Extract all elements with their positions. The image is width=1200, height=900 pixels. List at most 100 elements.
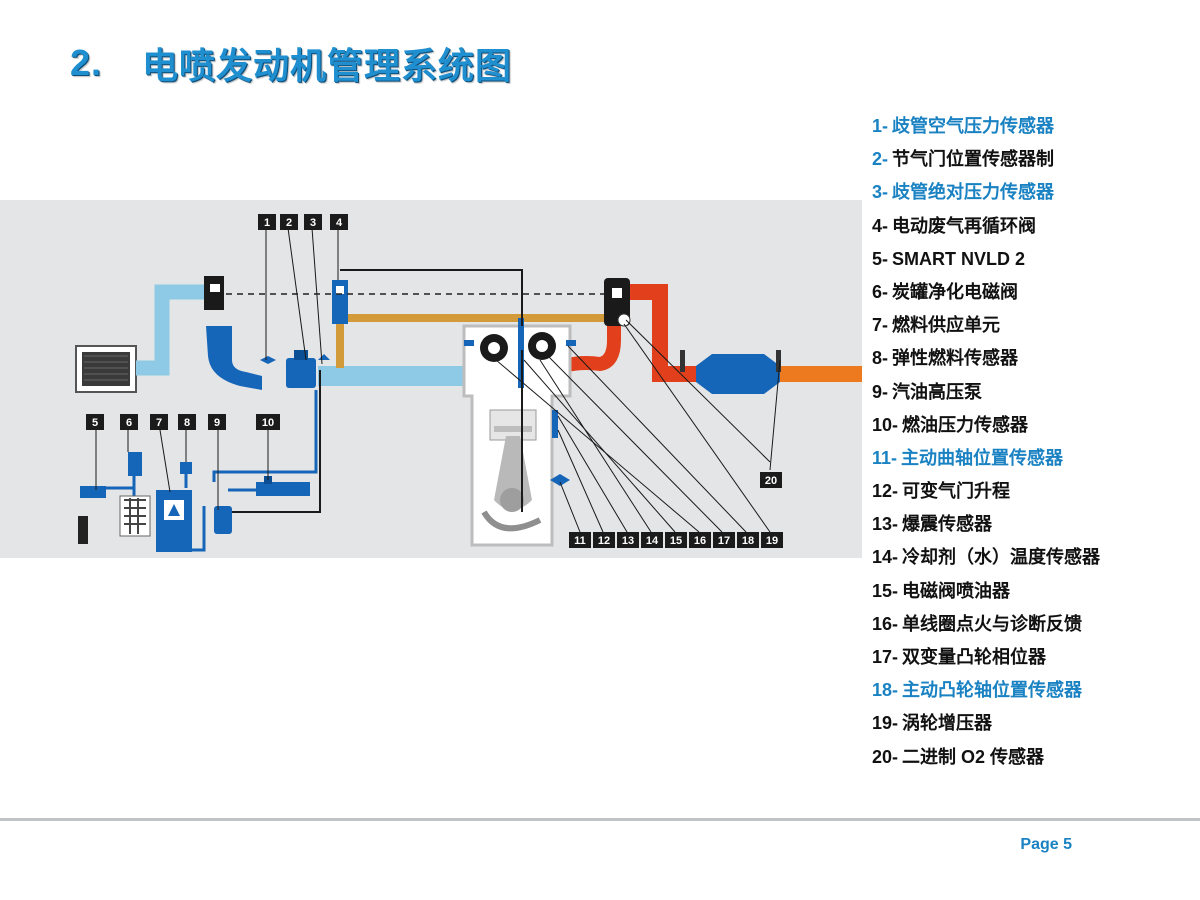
legend-item-4: 4-电动废气再循环阀 — [872, 212, 1192, 245]
svg-text:15: 15 — [670, 535, 682, 547]
tag-19: 19 — [761, 532, 783, 548]
svg-text:1: 1 — [264, 217, 270, 229]
tag-13: 13 — [617, 532, 639, 548]
legend-number: 7- — [872, 315, 889, 336]
legend-number: 3- — [872, 182, 889, 203]
svg-text:6: 6 — [126, 417, 132, 429]
legend-text: 冷却剂（水）温度传感器 — [902, 547, 1101, 568]
tag-9: 9 — [208, 414, 226, 430]
svg-text:13: 13 — [622, 535, 634, 547]
fuel-components — [78, 452, 310, 552]
tag-11: 11 — [569, 532, 591, 548]
legend-item-19: 19-涡轮增压器 — [872, 709, 1192, 742]
legend-item-14: 14-冷却剂（水）温度传感器 — [872, 543, 1192, 576]
catalytic-converter — [696, 354, 780, 394]
legend-item-18: 18-主动凸轮轴位置传感器 — [872, 676, 1192, 709]
legend-number: 1- — [872, 116, 889, 136]
svg-text:9: 9 — [214, 417, 220, 429]
legend-number: 18- — [872, 680, 899, 701]
svg-text:8: 8 — [184, 417, 190, 429]
svg-text:11: 11 — [574, 535, 586, 547]
tag-2: 2 — [280, 214, 298, 230]
legend-number: 11- — [872, 447, 898, 468]
legend-text: 燃油压力传感器 — [902, 414, 1029, 435]
legend-item-5: 5-SMART NVLD 2 — [872, 245, 1192, 278]
crank-sensor — [550, 474, 570, 486]
legend-text: 歧管绝对压力传感器 — [892, 182, 1055, 203]
diagram-svg: 1 2 3 4 5 6 7 8 9 10 11 12 13 14 15 16 1… — [0, 200, 862, 558]
legend-number: 13- — [872, 514, 899, 535]
legend-text: 主动曲轴位置传感器 — [901, 447, 1064, 468]
tag-12: 12 — [593, 532, 615, 548]
legend-number: 2- — [872, 149, 889, 170]
legend-text: 可变气门升程 — [902, 481, 1011, 502]
legend-number: 12- — [872, 481, 899, 502]
o2-sensors — [680, 350, 781, 372]
legend-number: 19- — [872, 713, 899, 734]
legend-item-6: 6-炭罐净化电磁阀 — [872, 278, 1192, 311]
legend-item-12: 12-可变气门升程 — [872, 477, 1192, 510]
section-number: 2. — [70, 42, 103, 83]
svg-text:16: 16 — [694, 535, 706, 547]
page-title: 2. 电喷发动机管理系统图 — [70, 38, 512, 88]
page-number: Page 5 — [1020, 836, 1072, 853]
legend-item-20: 20-二进制 O2 传感器 — [872, 743, 1192, 776]
legend-number: 10- — [872, 414, 899, 435]
legend-number: 4- — [872, 215, 889, 236]
svg-text:18: 18 — [742, 535, 754, 547]
air-filter — [75, 345, 137, 393]
svg-text:19: 19 — [766, 535, 778, 547]
section-title: 电喷发动机管理系统图 — [142, 45, 513, 86]
engine-management-diagram: 1 2 3 4 5 6 7 8 9 10 11 12 13 14 15 16 1… — [0, 200, 862, 558]
legend-number: 14- — [872, 547, 899, 568]
legend-item-3: 3-歧管绝对压力传感器 — [872, 178, 1192, 211]
legend-text: 弹性燃料传感器 — [892, 348, 1019, 369]
legend-item-15: 15-电磁阀喷油器 — [872, 577, 1192, 610]
tag-1: 1 — [258, 214, 276, 230]
leader-lines — [95, 227, 781, 533]
legend-text: 二进制 O2 传感器 — [902, 746, 1045, 767]
svg-text:3: 3 — [310, 217, 316, 229]
legend-number: 9- — [872, 381, 889, 402]
legend-text: 电磁阀喷油器 — [902, 580, 1011, 601]
tag-10: 10 — [256, 414, 280, 430]
legend-text: 电动废气再循环阀 — [892, 215, 1037, 236]
legend-item-11: 11-主动曲轴位置传感器 — [872, 444, 1192, 477]
svg-text:7: 7 — [156, 417, 162, 429]
svg-text:10: 10 — [262, 417, 274, 429]
legend-item-8: 8-弹性燃料传感器 — [872, 344, 1192, 377]
tag-14: 14 — [641, 532, 663, 548]
svg-text:17: 17 — [718, 535, 730, 547]
legend-item-2: 2-节气门位置传感器制 — [872, 145, 1192, 178]
svg-text:5: 5 — [92, 417, 98, 429]
legend-text: 爆震传感器 — [902, 514, 993, 535]
legend-text: 燃料供应单元 — [892, 315, 1001, 336]
legend-item-1: 1-歧管空气压力传感器 — [872, 112, 1192, 145]
egr-path — [332, 280, 612, 368]
legend-text: 歧管空气压力传感器 — [892, 116, 1055, 136]
svg-text:2: 2 — [286, 217, 292, 229]
legend-number: 15- — [872, 580, 899, 601]
tag-18: 18 — [737, 532, 759, 548]
svg-text:12: 12 — [598, 535, 610, 547]
turbocharger — [604, 278, 631, 327]
tag-5: 5 — [86, 414, 104, 430]
legend-item-10: 10-燃油压力传感器 — [872, 411, 1192, 444]
tag-17: 17 — [713, 532, 735, 548]
compressor-duct — [204, 276, 262, 390]
legend-item-17: 17-双变量凸轮相位器 — [872, 643, 1192, 676]
legend-item-13: 13-爆震传感器 — [872, 510, 1192, 543]
legend-item-16: 16-单线圈点火与诊断反馈 — [872, 610, 1192, 643]
legend-text: 汽油高压泵 — [892, 381, 983, 402]
legend-item-9: 9-汽油高压泵 — [872, 378, 1192, 411]
footer-divider — [0, 818, 1200, 821]
svg-text:4: 4 — [336, 217, 343, 229]
legend-number: 6- — [872, 281, 889, 302]
legend-text: 涡轮增压器 — [902, 713, 993, 734]
legend-text: 主动凸轮轴位置传感器 — [902, 680, 1083, 701]
legend-number: 17- — [872, 647, 899, 667]
legend-number: 5- — [872, 248, 889, 269]
tag-8: 8 — [178, 414, 196, 430]
tag-20: 20 — [760, 472, 782, 488]
